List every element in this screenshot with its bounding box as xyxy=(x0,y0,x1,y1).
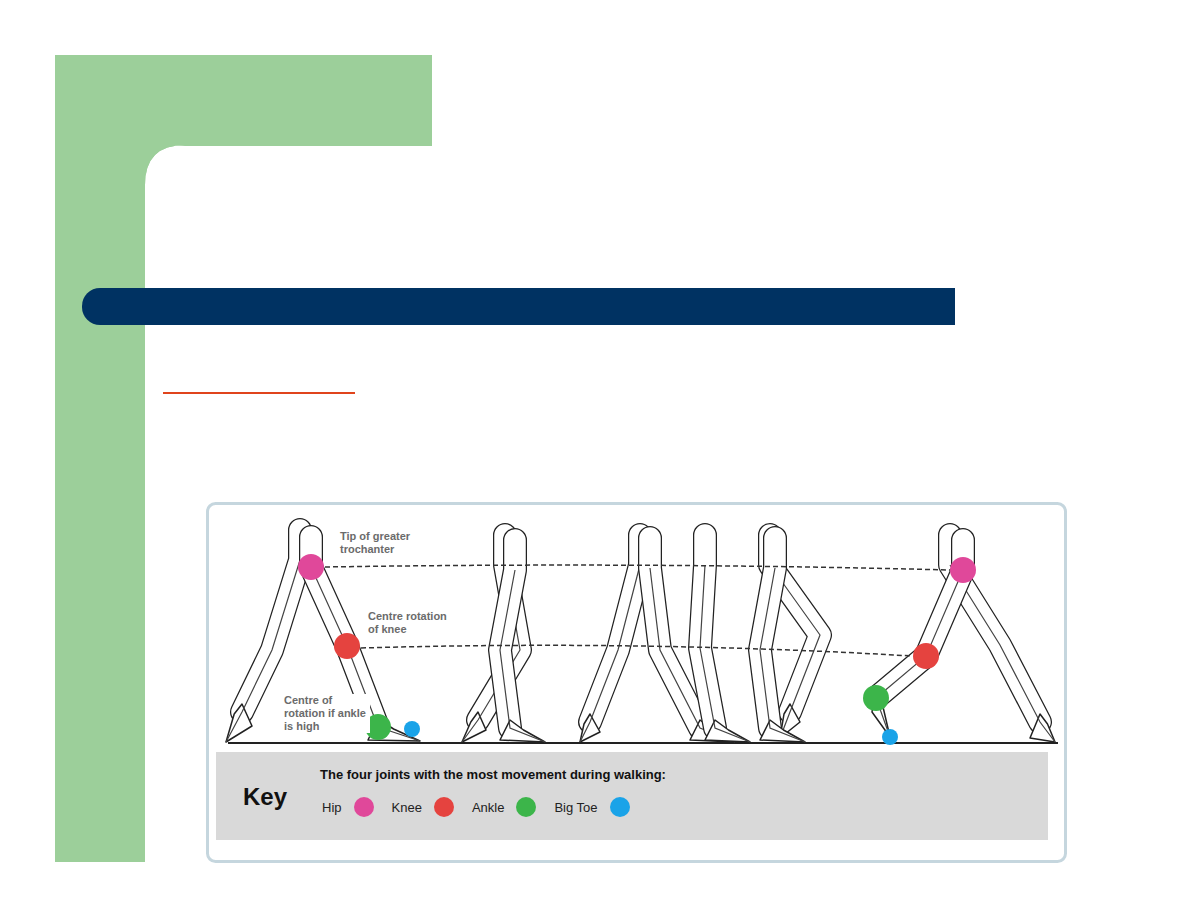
legend-swatch xyxy=(516,797,536,817)
toe-dot xyxy=(404,721,420,737)
joint-label: Centre rotation of knee xyxy=(368,610,450,636)
leg-outline xyxy=(700,535,715,728)
legend-row: Hip Knee Ankle Big Toe xyxy=(322,797,648,817)
bone-line xyxy=(580,565,640,742)
legend-text: Ankle xyxy=(472,800,505,815)
ground-line xyxy=(228,742,1058,744)
hip-dot xyxy=(950,557,976,583)
key-heading: Key xyxy=(243,783,303,811)
title-bar-body xyxy=(120,288,955,325)
knee-dot xyxy=(913,643,939,669)
leg-fill xyxy=(876,540,963,698)
leg-outline xyxy=(876,540,963,698)
foot xyxy=(580,714,600,742)
legend-swatch xyxy=(434,797,454,817)
joint-label: Centre of rotation if ankle is high xyxy=(282,694,370,733)
joint-dots xyxy=(298,554,976,745)
legend-text: Big Toe xyxy=(554,800,597,815)
green-corner xyxy=(145,145,432,185)
knee-dot xyxy=(334,633,360,659)
leg-fill xyxy=(700,535,715,728)
ankle-dot xyxy=(863,685,889,711)
hip-path xyxy=(325,565,950,570)
leg-outline xyxy=(242,530,300,712)
bone-line xyxy=(876,570,963,737)
image-frame xyxy=(208,504,1066,862)
walking-legs xyxy=(226,530,1055,742)
bone-line xyxy=(760,568,805,742)
legend-swatch xyxy=(354,797,374,817)
legend-swatch xyxy=(610,797,630,817)
toe-dot xyxy=(882,729,898,745)
bone-line xyxy=(500,570,545,742)
leg-fill xyxy=(500,540,515,728)
leg-fill xyxy=(950,535,1040,722)
bone-line xyxy=(700,565,750,742)
hip-dot xyxy=(298,554,324,580)
key-box xyxy=(216,752,1048,840)
title-bar xyxy=(82,288,955,325)
joint-label: Tip of greater trochanter xyxy=(340,530,432,556)
leg-outline xyxy=(590,535,640,722)
legend-text: Knee xyxy=(392,800,422,815)
key-caption: The four joints with the most movement d… xyxy=(320,767,800,782)
leg-fill xyxy=(590,535,640,722)
red-underline xyxy=(163,392,355,394)
legend-text: Hip xyxy=(322,800,342,815)
leg-fill xyxy=(242,530,300,712)
leg-outline xyxy=(500,540,515,728)
green-strip xyxy=(55,55,145,862)
foot xyxy=(226,704,252,742)
knee-path xyxy=(361,645,912,656)
leg-outline xyxy=(950,535,1040,722)
corner-fill xyxy=(145,145,185,185)
